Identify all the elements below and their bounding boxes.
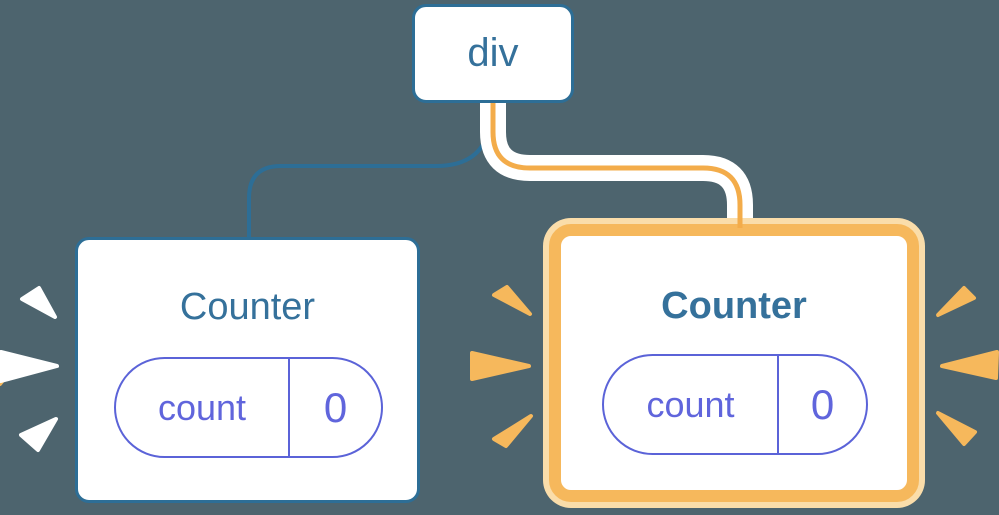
counter-title-right: Counter bbox=[661, 285, 807, 327]
spark-orange-bottom bbox=[492, 414, 533, 448]
spark-burst-orange-outer bbox=[936, 286, 999, 446]
spark-white-top bbox=[20, 286, 57, 319]
spark-orange-middle bbox=[940, 350, 999, 380]
tree-node-div-label: div bbox=[467, 31, 519, 75]
spark-white-middle bbox=[0, 350, 59, 383]
spark-orange-top bbox=[492, 285, 532, 316]
spark-white-bottom bbox=[19, 417, 58, 452]
pill-divider bbox=[777, 356, 779, 453]
state-value-left: 0 bbox=[323, 383, 348, 431]
spark-orange-top bbox=[936, 286, 976, 317]
counter-title-left: Counter bbox=[179, 286, 316, 328]
edge-div-to-right-counter bbox=[490, 101, 743, 228]
edge-div-to-right-counter-casing bbox=[480, 101, 753, 218]
state-key-right: count bbox=[646, 383, 735, 425]
state-key-left: count bbox=[157, 386, 247, 428]
spark-orange-sliver bbox=[0, 358, 14, 386]
spark-orange-bottom bbox=[936, 411, 977, 446]
state-pill-right: count 0 bbox=[602, 354, 868, 455]
counter-card-left: Counter count 0 bbox=[75, 237, 420, 503]
spark-burst-white-left bbox=[0, 286, 59, 452]
state-value-right: 0 bbox=[810, 380, 835, 428]
spark-orange-middle bbox=[470, 351, 531, 381]
spark-burst-orange-inner bbox=[470, 285, 533, 448]
state-pill-left: count 0 bbox=[114, 357, 383, 458]
edge-div-to-left-counter bbox=[247, 101, 493, 240]
pill-divider bbox=[288, 359, 290, 456]
counter-card-right-highlighted: Counter count 0 bbox=[549, 224, 919, 502]
tree-node-div: div bbox=[412, 4, 574, 103]
